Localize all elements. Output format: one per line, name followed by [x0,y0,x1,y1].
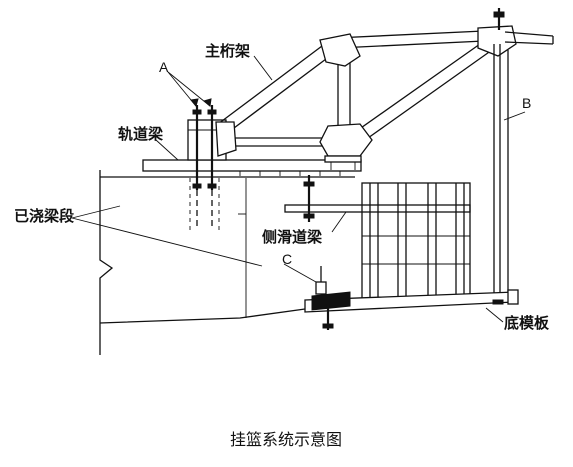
label-side-slide-beam: 侧滑道梁 [262,228,323,246]
label-cast-segment: 已浇梁段 [14,207,74,225]
label-marker-a: A [159,59,169,75]
label-rail-beam: 轨道梁 [118,125,164,143]
side-formwork [361,182,471,302]
suspension-rods [493,44,509,300]
diagram-caption: 挂篮系统示意图 [230,430,342,449]
label-marker-c: C [282,251,292,267]
cast-beam-segment [99,170,355,355]
label-marker-b: B [522,95,531,111]
rail-beam [142,159,362,176]
label-bottom-formwork: 底模板 [504,314,550,332]
label-main-truss: 主桁架 [205,42,250,60]
leader-lines [71,55,526,323]
bottom-formwork [304,266,519,330]
main-truss [215,8,554,170]
